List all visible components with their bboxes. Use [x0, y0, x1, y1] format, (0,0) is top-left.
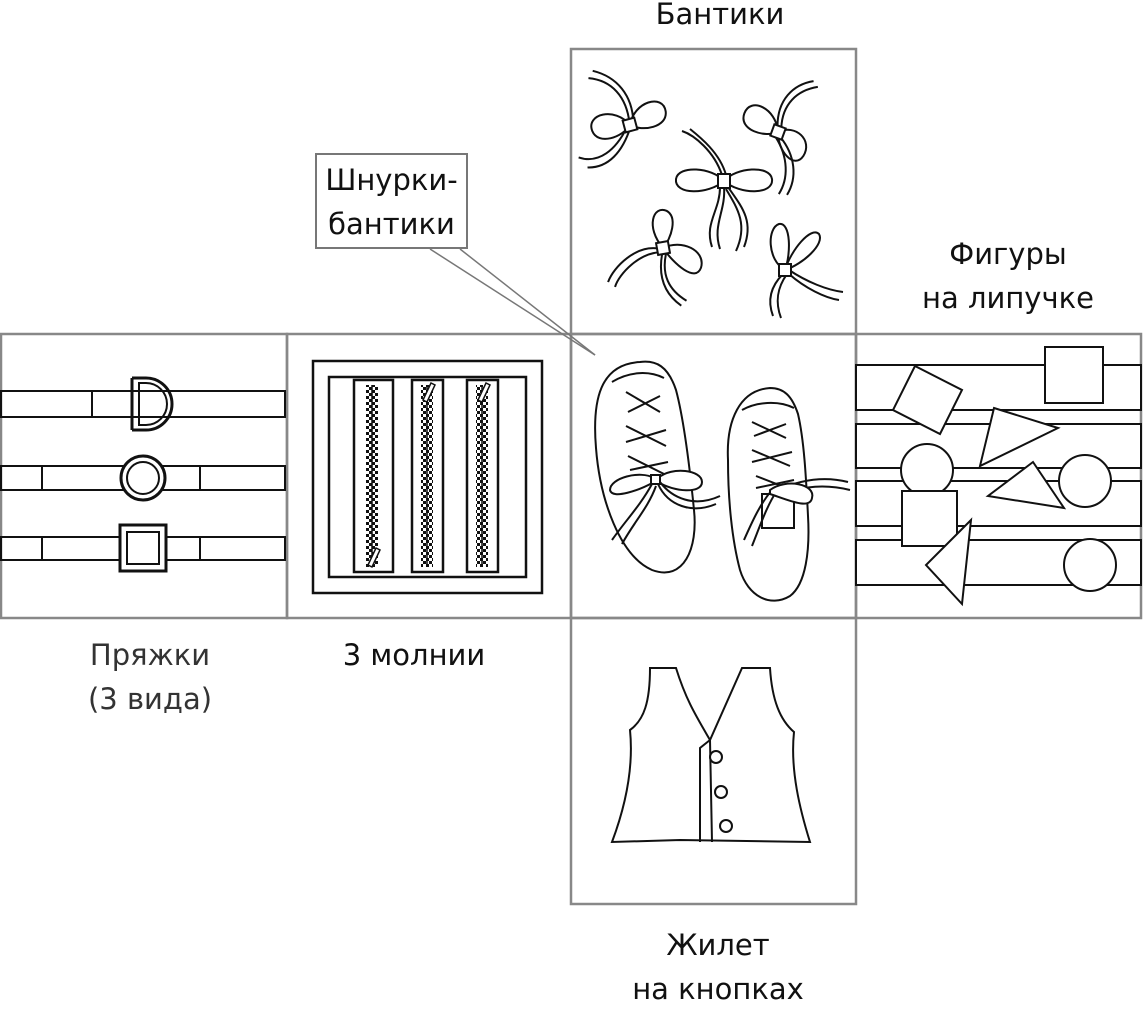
diamond-figure [891, 364, 964, 436]
callout-pointer [429, 248, 596, 356]
vest-label-line-1: Жилет [666, 928, 770, 962]
velcro-figures-panel [854, 332, 1143, 620]
shoes-illustration [594, 360, 851, 602]
square-figure-2 [901, 490, 958, 547]
strap-1 [0, 390, 286, 418]
vest-button-2 [714, 785, 728, 799]
buckles-illustration [0, 376, 286, 573]
right-shoe [726, 386, 851, 602]
buckles-label-line-2: (3 вида) [87, 682, 213, 716]
velcro-figures-illustration [855, 346, 1142, 607]
circle-figure-2 [1058, 454, 1112, 508]
figures-label-line-2: на липучке [922, 281, 1094, 315]
left-shoe [594, 360, 721, 574]
bow-5 [769, 223, 844, 319]
bow-4 [607, 208, 703, 307]
buckles-label: Пряжки (3 вида) [50, 633, 250, 721]
zippers-illustration [311, 359, 544, 595]
zipper-1 [352, 378, 395, 574]
figures-label-line-1: Фигуры [949, 237, 1067, 271]
vest-label-line-2: на кнопках [632, 972, 804, 1006]
d-buckle-icon [130, 376, 174, 432]
velcro-figures-label: Фигуры на липучке [908, 232, 1108, 320]
bow-1 [578, 69, 667, 169]
zipper-2 [410, 378, 445, 574]
laces-bows-callout: Шнурки- бантики [315, 153, 468, 249]
buckles-label-line-1: Пряжки [89, 638, 211, 672]
vest-button-1 [709, 750, 723, 764]
vest-label: Жилет на кнопках [618, 923, 818, 1011]
bows-illustration [578, 69, 844, 319]
circle-figure-1 [900, 443, 954, 497]
laces-label-line-2: бантики [328, 207, 455, 241]
laces-label-line-1: Шнурки- [325, 163, 458, 197]
triangle-figure-1 [978, 406, 1061, 468]
bow-2 [742, 80, 818, 196]
triangle-figure-2 [985, 460, 1067, 510]
vest-panel [569, 616, 858, 906]
zippers-label: 3 молнии [342, 638, 486, 672]
square-figure-1 [1044, 346, 1104, 404]
bow-3 [675, 128, 773, 252]
triangle-figure-3 [924, 517, 973, 607]
zipper-3 [465, 378, 500, 574]
bows-label: Бантики [655, 0, 785, 31]
circle-figure-3 [1063, 538, 1117, 592]
vest-illustration [610, 667, 812, 844]
vest-button-3 [719, 819, 733, 833]
